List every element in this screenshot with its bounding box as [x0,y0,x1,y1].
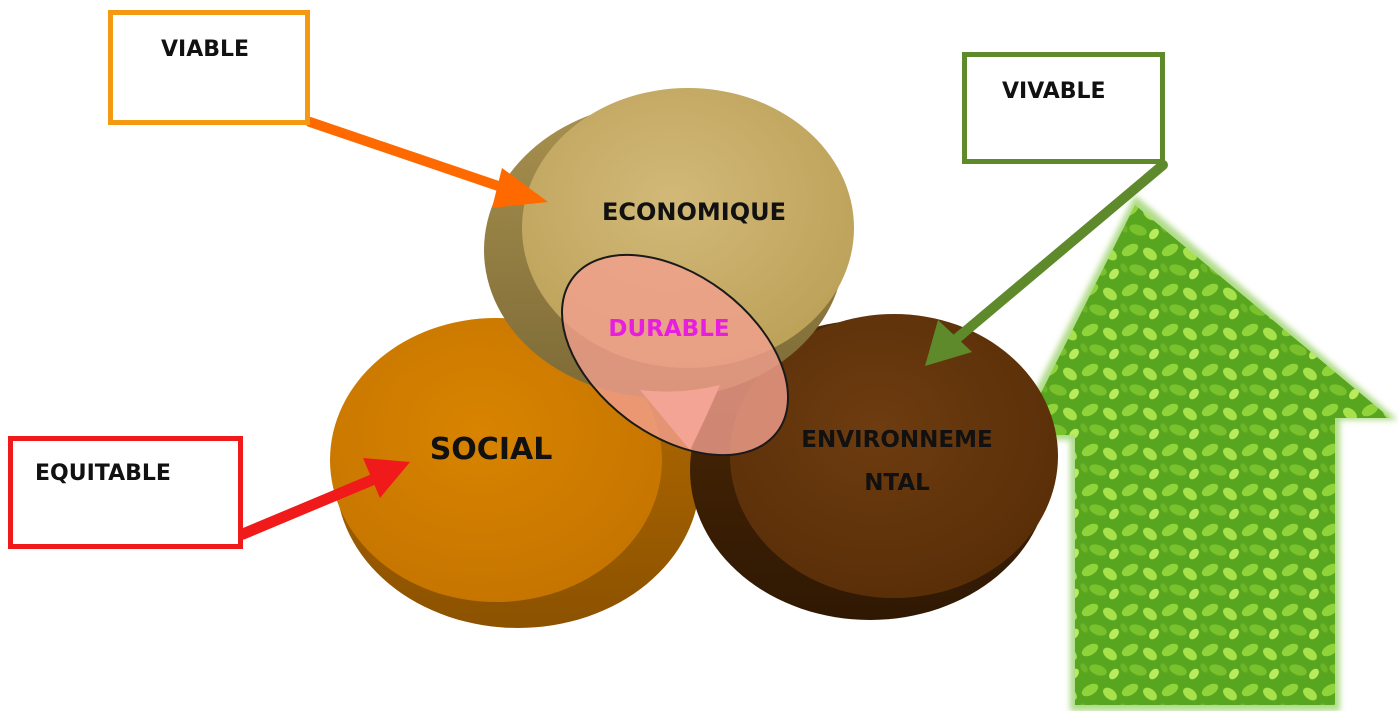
durable-label: DURABLE [608,316,729,342]
viable-box: VIABLE [108,10,310,125]
durable-ellipse [561,253,789,457]
environnemental-label-line2: NTAL [864,470,930,496]
equitable-label: EQUITABLE [35,461,171,486]
arrow-equitable-to-social [237,458,410,540]
leafy-house-icon [1010,195,1398,711]
economique-label: ECONOMIQUE [602,198,786,226]
environnemental-label-line1: ENVIRONNEME [801,427,992,453]
social-label: SOCIAL [430,432,553,467]
arrow-viable-to-economique [305,117,548,208]
equitable-box: EQUITABLE [8,436,243,549]
arrow-vivable-to-environnemental [925,160,1168,366]
viable-label: VIABLE [161,37,250,62]
vivable-box: VIVABLE [962,52,1165,164]
vivable-label: VIVABLE [1002,79,1106,104]
